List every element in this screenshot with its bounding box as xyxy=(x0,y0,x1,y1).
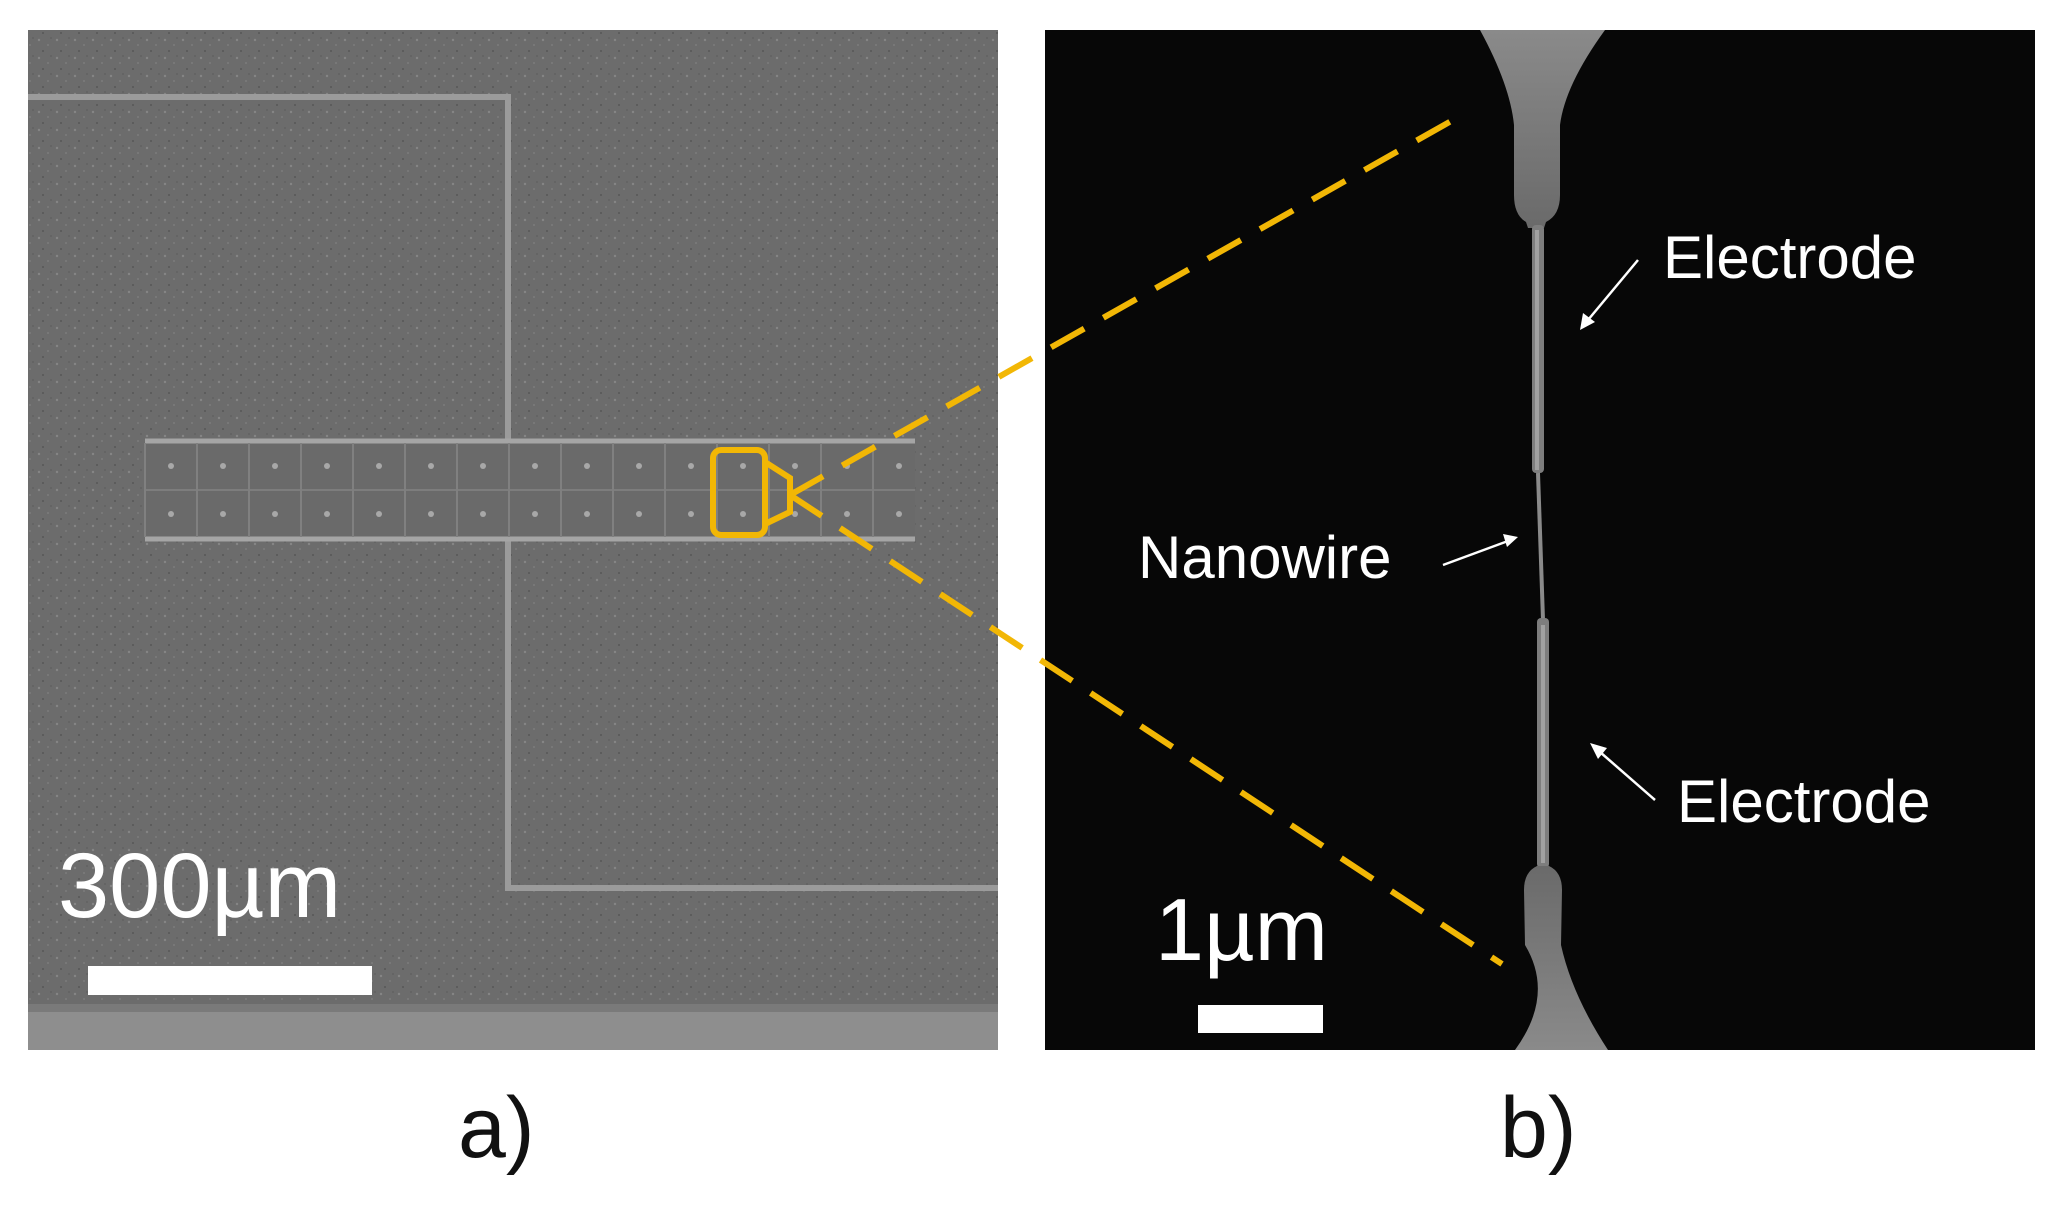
strip-cell-contact xyxy=(584,511,590,517)
strip-cell-contact xyxy=(896,463,902,469)
strip-cell-contact xyxy=(324,511,330,517)
scale-bar-b xyxy=(1198,1005,1323,1033)
arrow-electrode-bottom xyxy=(1590,743,1656,801)
scale-bar-a xyxy=(88,966,372,995)
label-electrode-top: Electrode xyxy=(1663,224,1916,291)
nanowire xyxy=(1536,472,1545,621)
strip-cell-contact xyxy=(688,463,694,469)
strip-cell-contact xyxy=(428,463,434,469)
strip-cell-contact xyxy=(480,511,486,517)
strip-cell-contact xyxy=(740,511,746,517)
strip-cell-contact xyxy=(740,463,746,469)
strip-cell-contact xyxy=(844,511,850,517)
label-electrode-bottom: Electrode xyxy=(1677,768,1930,835)
strip-cell-contact xyxy=(636,463,642,469)
arrow-nanowire xyxy=(1442,534,1518,567)
panel-b-caption: b) xyxy=(1500,1080,1577,1176)
bottom-electrode-funnel xyxy=(1515,866,1608,1050)
arrow-electrode-top xyxy=(1580,259,1639,330)
panel-a-sem-image xyxy=(28,30,998,1050)
substrate-edge xyxy=(28,1012,998,1050)
lower-contact-pad xyxy=(505,540,998,891)
strip-cell-contact xyxy=(376,463,382,469)
zoom-line-bottom xyxy=(788,492,1504,967)
panel-a-caption: a) xyxy=(458,1080,535,1176)
strip-cell-contact xyxy=(168,463,174,469)
scale-bar-label-a: 300µm xyxy=(58,835,341,937)
strip-cell-contact xyxy=(792,511,798,517)
strip-cell-contact xyxy=(168,511,174,517)
strip-cell-contact xyxy=(584,463,590,469)
device-array-strip xyxy=(144,438,915,542)
strip-cell-contact xyxy=(272,511,278,517)
strip-cell-contact xyxy=(220,463,226,469)
strip-cell-contact xyxy=(688,511,694,517)
panel-b-sem-image xyxy=(1045,30,2035,1050)
upper-contact-pad xyxy=(28,94,511,440)
label-nanowire: Nanowire xyxy=(1138,524,1391,591)
strip-cell-contact xyxy=(480,463,486,469)
strip-cell-contact xyxy=(376,511,382,517)
top-electrode-funnel xyxy=(1480,30,1605,228)
scale-bar-label-b: 1µm xyxy=(1155,880,1328,979)
strip-cell-contact xyxy=(428,511,434,517)
strip-cell-contact xyxy=(532,511,538,517)
zoom-line-top xyxy=(788,117,1455,498)
strip-cell-contact xyxy=(792,463,798,469)
strip-cell-contact xyxy=(636,511,642,517)
strip-cell-contact xyxy=(324,463,330,469)
strip-cell-contact xyxy=(220,511,226,517)
strip-cell-contact xyxy=(272,463,278,469)
strip-cell-contact xyxy=(532,463,538,469)
strip-cell-contact xyxy=(896,511,902,517)
